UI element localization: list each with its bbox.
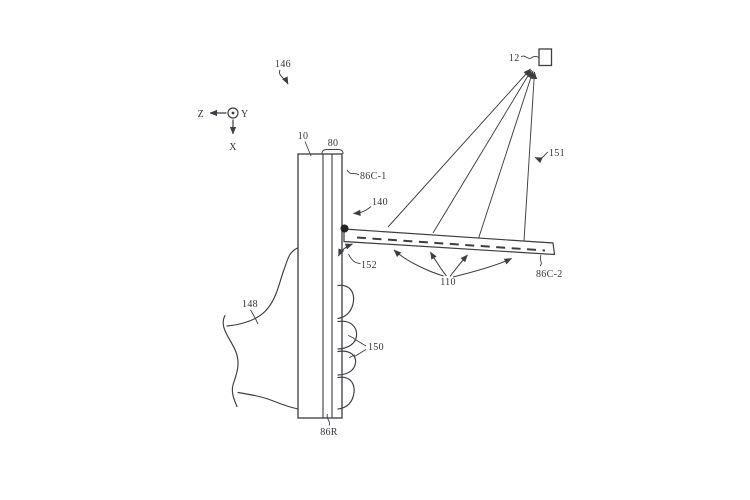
finger-arc: [337, 350, 357, 376]
light-ray: [477, 70, 534, 241]
ref-label-10: 10: [298, 131, 309, 142]
axis-x-label: X: [229, 142, 237, 153]
ref-label-86c2: 86C-2: [536, 269, 563, 280]
emission-arrow: [430, 251, 447, 277]
hand-wrist-edge: [222, 314, 239, 408]
hand-bottom-edge: [237, 391, 299, 410]
light-ray: [432, 69, 532, 234]
ref-label-152: 152: [361, 260, 377, 271]
finger-arc: [337, 376, 355, 410]
device-panel: [297, 153, 343, 419]
hand-outline: [222, 247, 299, 410]
rotation-arrow-152: [338, 243, 353, 257]
finger-tick: [349, 354, 355, 358]
leader-140: [353, 206, 372, 216]
ref-label-80: 80: [328, 138, 339, 149]
leader-148: [250, 309, 259, 325]
ref-label-86r: 86R: [320, 427, 338, 438]
emission-arrow: [449, 254, 468, 277]
axis-origin-icon: [227, 107, 239, 119]
device-panel-body: [297, 153, 343, 419]
leader-10: [304, 141, 312, 157]
sensor-12-box: [538, 48, 553, 67]
emission-arrows: [393, 249, 512, 278]
ref-label-148: 148: [242, 299, 258, 310]
leader-152: [348, 253, 361, 264]
ref-label-86c1: 86C-1: [360, 171, 387, 182]
finger-tick: [348, 335, 354, 339]
leader-150-upper: [353, 338, 367, 347]
ref-label-140: 140: [372, 197, 388, 208]
emission-arrow: [393, 249, 444, 277]
ref-label-146: 146: [275, 59, 291, 70]
leader-12: [520, 55, 540, 59]
ref-label-110: 110: [440, 277, 456, 288]
axis-z-label: Z: [198, 109, 204, 120]
ref-label-151: 151: [549, 148, 565, 159]
ref-label-12: 12: [509, 53, 520, 64]
light-rays: [387, 68, 538, 242]
flap-centerline: [356, 236, 546, 252]
flap-86c2-body: [343, 228, 556, 256]
leader-146: [279, 69, 289, 85]
axis-indicator: [209, 107, 239, 135]
axis-origin-dot: [231, 111, 235, 115]
leader-151: [534, 151, 549, 164]
ref-label-150: 150: [368, 342, 384, 353]
emission-arrow: [452, 258, 512, 278]
leader-86r: [326, 413, 331, 426]
leader-150-lower: [354, 349, 367, 357]
leader-86c1: [346, 169, 360, 176]
finger-arc: [337, 320, 358, 350]
light-ray: [387, 68, 531, 228]
finger-arc: [337, 284, 355, 320]
axis-y-label: Y: [241, 109, 249, 120]
hand-top-edge: [226, 247, 299, 327]
light-ray: [523, 71, 538, 242]
bracket-80: [321, 149, 344, 155]
leader-86c2: [539, 254, 542, 267]
pivot-dot-140: [340, 224, 349, 233]
hand-fingers: [337, 284, 358, 410]
